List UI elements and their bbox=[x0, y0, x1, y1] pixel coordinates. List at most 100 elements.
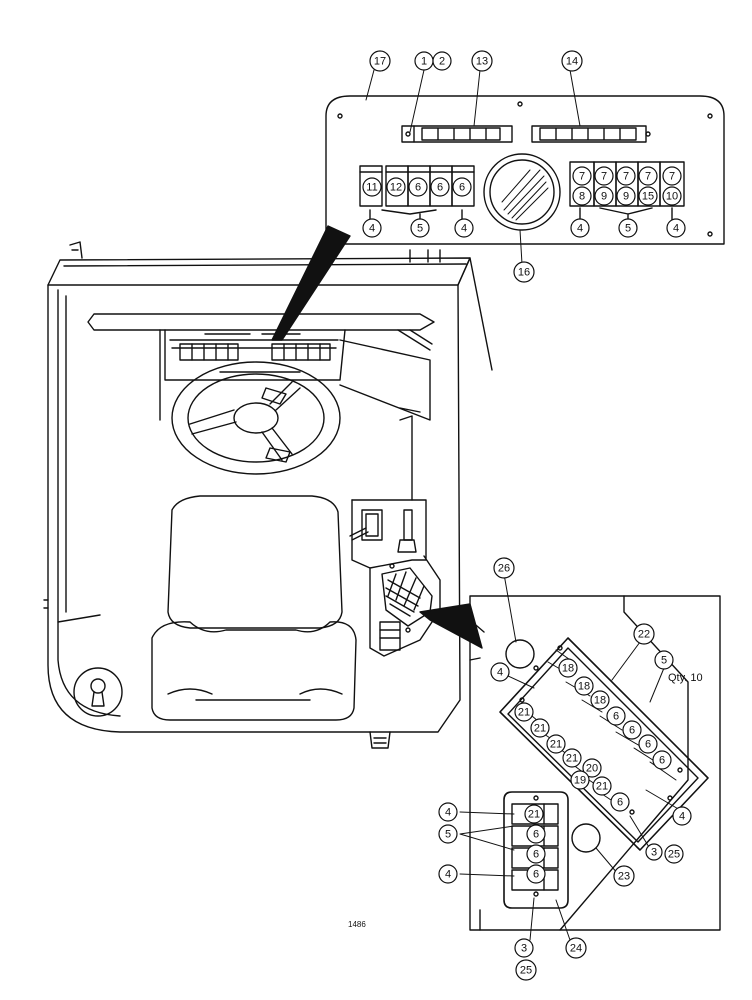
callout-label: 15 bbox=[642, 191, 654, 203]
callout-circle bbox=[546, 734, 566, 754]
callout-label: 22 bbox=[638, 629, 650, 641]
callout-circle bbox=[514, 938, 534, 958]
callout-label: 4 bbox=[445, 807, 451, 819]
callout-circle bbox=[565, 937, 587, 959]
callout-circle bbox=[638, 186, 658, 206]
callout-circle bbox=[432, 51, 452, 71]
callout-circle bbox=[530, 718, 550, 738]
figure-number: 1486 bbox=[348, 920, 366, 929]
callout-label: 6 bbox=[415, 182, 421, 194]
callout-p9b: 9 bbox=[616, 186, 636, 206]
callout-b6c: 6 bbox=[526, 864, 546, 884]
top-panel-leaders bbox=[365, 69, 581, 265]
callout-circle bbox=[574, 676, 594, 696]
callout-label: 5 bbox=[417, 223, 423, 235]
callout-label: 25 bbox=[668, 849, 680, 861]
callout-c5q: 5 bbox=[654, 650, 674, 670]
callout-circle bbox=[490, 662, 510, 682]
callout-s21e: 21 bbox=[592, 776, 612, 796]
callout-c4t: 4 bbox=[438, 802, 458, 822]
callout-s21c: 21 bbox=[546, 734, 566, 754]
callout-label: 6 bbox=[533, 829, 539, 841]
callout-label: 7 bbox=[669, 171, 675, 183]
callout-label: 21 bbox=[518, 707, 530, 719]
callout-circle bbox=[654, 650, 674, 670]
callout-s18c: 18 bbox=[590, 690, 610, 710]
callout-c16: 16 bbox=[513, 261, 535, 283]
callout-label: 6 bbox=[459, 182, 465, 194]
callout-c22: 22 bbox=[633, 623, 655, 645]
callout-circle bbox=[622, 720, 642, 740]
callout-label: 4 bbox=[679, 811, 685, 823]
callout-circle bbox=[594, 166, 614, 186]
callout-s6c: 6 bbox=[638, 734, 658, 754]
callout-label: 21 bbox=[534, 723, 546, 735]
callout-b21: 21 bbox=[524, 804, 544, 824]
callout-label: 5 bbox=[445, 829, 451, 841]
callout-p12: 12 bbox=[386, 177, 406, 197]
callout-label: 3 bbox=[651, 847, 657, 859]
cab-floor-plan bbox=[43, 241, 493, 749]
callout-l4d: 4 bbox=[666, 218, 686, 238]
callout-label: 1 bbox=[421, 56, 427, 68]
callout-label: 21 bbox=[596, 781, 608, 793]
callout-l4c: 4 bbox=[570, 218, 590, 238]
callout-label: 13 bbox=[476, 56, 488, 68]
callout-s18a: 18 bbox=[558, 658, 578, 678]
dashboard bbox=[87, 313, 435, 421]
callout-label: 7 bbox=[623, 171, 629, 183]
callout-l5b: 5 bbox=[618, 218, 638, 238]
callout-circle bbox=[572, 166, 592, 186]
callout-p7b: 7 bbox=[594, 166, 614, 186]
callout-circle bbox=[362, 218, 382, 238]
callout-p6a: 6 bbox=[408, 177, 428, 197]
callout-label: 20 bbox=[586, 763, 598, 775]
callout-circle bbox=[638, 166, 658, 186]
callout-s20: 20 bbox=[582, 758, 602, 778]
callout-circle bbox=[526, 844, 546, 864]
callout-s6e: 6 bbox=[610, 792, 630, 812]
callout-label: 21 bbox=[550, 739, 562, 751]
callout-c13: 13 bbox=[471, 50, 493, 72]
callout-circle bbox=[493, 557, 515, 579]
callout-circle bbox=[590, 690, 610, 710]
callout-circle bbox=[471, 50, 493, 72]
callout-label: 11 bbox=[366, 182, 377, 194]
callout-c25a: 25 bbox=[664, 844, 684, 864]
callout-label: 18 bbox=[578, 681, 590, 693]
callout-label: 7 bbox=[645, 171, 651, 183]
callout-circle bbox=[408, 177, 428, 197]
callout-label: 25 bbox=[520, 965, 532, 977]
callout-label: 18 bbox=[562, 663, 574, 675]
callout-p6b: 6 bbox=[430, 177, 450, 197]
callout-p6c: 6 bbox=[452, 177, 472, 197]
callout-label: 19 bbox=[574, 775, 586, 787]
callout-circle bbox=[454, 218, 474, 238]
callout-circle bbox=[616, 166, 636, 186]
callout-circle bbox=[606, 706, 626, 726]
operator-seat bbox=[151, 495, 357, 721]
callout-p11: 11 bbox=[362, 177, 382, 197]
callout-s6b: 6 bbox=[622, 720, 642, 740]
callout-l4b: 4 bbox=[454, 218, 474, 238]
callout-circle bbox=[662, 166, 682, 186]
callout-label: 21 bbox=[528, 809, 540, 821]
callout-circle bbox=[652, 750, 672, 770]
callout-label: 4 bbox=[369, 223, 375, 235]
callout-s21b: 21 bbox=[530, 718, 550, 738]
callout-circle bbox=[513, 261, 535, 283]
callout-l5a: 5 bbox=[410, 218, 430, 238]
callout-label: 4 bbox=[461, 223, 467, 235]
callout-s19: 19 bbox=[570, 770, 590, 790]
callout-circle bbox=[633, 623, 655, 645]
callout-circle bbox=[438, 802, 458, 822]
zoom-wedge-bottom bbox=[419, 603, 483, 649]
callout-s6d: 6 bbox=[652, 750, 672, 770]
callout-circle bbox=[582, 758, 602, 778]
callout-c26: 26 bbox=[493, 557, 515, 579]
callout-p9a: 9 bbox=[594, 186, 614, 206]
callout-label: 6 bbox=[629, 725, 635, 737]
callout-circle bbox=[616, 186, 636, 206]
